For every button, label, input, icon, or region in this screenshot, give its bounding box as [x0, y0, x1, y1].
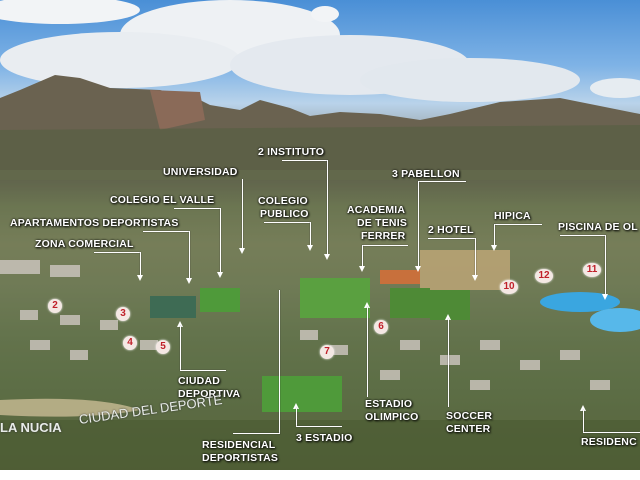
arrow-down-icon [415, 266, 421, 272]
pointer-pabellon [418, 181, 419, 267]
arrow-down-icon [472, 275, 478, 281]
label-universidad: UNIVERSIDAD [163, 166, 238, 178]
arrow-down-icon [324, 254, 330, 260]
arrow-down-icon [602, 294, 608, 300]
pointer-academia-h [362, 245, 408, 246]
pointer-instituto [327, 160, 328, 255]
label-colegio-publico-1: COLEGIO [258, 195, 308, 207]
pointer-piscina-h [560, 235, 606, 236]
arrow-down-icon [239, 248, 245, 254]
pointer-zona-comercial [140, 252, 141, 276]
pointer-hipica [494, 224, 495, 246]
pointer-zona-comercial-h [94, 252, 140, 253]
mountains [0, 75, 640, 180]
arrow-up-icon [445, 314, 451, 320]
marker-11: 11 [583, 263, 601, 277]
pointer-hotel-h [428, 238, 475, 239]
label-residencia: RESIDENC [581, 436, 637, 448]
marker-2: 2 [48, 299, 62, 313]
pointer-apartamentos [189, 231, 190, 279]
marker-4: 4 [123, 336, 137, 350]
arrow-up-icon [293, 403, 299, 409]
pointer-estadio [296, 408, 297, 426]
pointer-residencia [583, 410, 584, 432]
label-colegio-el-valle: COLEGIO EL VALLE [110, 194, 215, 206]
pointer-colegio-el-valle [220, 208, 221, 273]
aerial-photo: UNIVERSIDAD 2 INSTITUTO COLEGIO EL VALLE… [0, 0, 640, 470]
label-residencial-1: RESIDENCIAL [202, 439, 276, 451]
label-piscina: PISCINA DE OL [558, 221, 638, 233]
label-residencial-2: DEPORTISTAS [202, 452, 279, 464]
arrow-up-icon [580, 405, 586, 411]
bottom-margin [0, 470, 640, 480]
pointer-hipica-h [494, 224, 542, 225]
pointer-residencial-h [233, 433, 280, 434]
arrow-down-icon [491, 245, 497, 251]
pointer-estadio-olimpico [367, 307, 368, 397]
label-pabellon: 3 PABELLON [392, 168, 460, 180]
label-ciudad-deportiva-1: CIUDAD [178, 375, 221, 387]
marker-10: 10 [500, 280, 518, 294]
pointer-hotel [475, 238, 476, 276]
arrow-down-icon [137, 275, 143, 281]
label-zona-comercial: ZONA COMERCIAL [35, 238, 134, 250]
label-soccer-1: SOCCER [446, 410, 493, 422]
arrow-down-icon [359, 266, 365, 272]
arrow-down-icon [217, 272, 223, 278]
pointer-residencia-h [583, 432, 640, 433]
arrow-down-icon [307, 245, 313, 251]
label-estadio-olimpico-2: OLIMPICO [365, 411, 419, 423]
pointer-estadio-h [296, 426, 342, 427]
pointer-colegio-publico-h [264, 222, 310, 223]
town-area [0, 170, 640, 470]
arrow-down-icon [186, 278, 192, 284]
label-estadio-olimpico-1: ESTADIO [365, 398, 413, 410]
pointer-residencial [279, 290, 280, 434]
label-colegio-publico-2: PUBLICO [260, 208, 309, 220]
label-hotel: 2 HOTEL [428, 224, 474, 236]
pointer-ciudad-deportiva-h [180, 370, 226, 371]
label-ciudad-deportiva-2: DEPORTIVA [178, 388, 241, 400]
pointer-piscina [605, 235, 606, 295]
pointer-apartamentos-h [143, 231, 189, 232]
pointer-pabellon-h [418, 181, 466, 182]
label-apartamentos: APARTAMENTOS DEPORTISTAS [10, 217, 179, 229]
label-instituto: 2 INSTITUTO [258, 146, 325, 158]
pointer-universidad [242, 179, 243, 249]
pointer-academia [362, 245, 363, 267]
label-hipica: HIPICA [494, 210, 531, 222]
label-academia-2: DE TENIS [357, 217, 408, 229]
watermark-place: LA NUCIA [0, 420, 62, 435]
label-soccer-2: CENTER [446, 423, 491, 435]
label-estadio: 3 ESTADIO [296, 432, 353, 444]
marker-7: 7 [320, 345, 334, 359]
pointer-colegio-publico [310, 222, 311, 246]
pointer-instituto-h [282, 160, 328, 161]
marker-12: 12 [535, 269, 553, 283]
label-academia-3: FERRER [361, 230, 406, 242]
marker-3: 3 [116, 307, 130, 321]
arrow-up-icon [364, 302, 370, 308]
arrow-up-icon [177, 321, 183, 327]
label-academia-1: ACADEMIA [347, 204, 406, 216]
clouds [0, 0, 640, 102]
marker-6: 6 [374, 320, 388, 334]
marker-5: 5 [156, 340, 170, 354]
pointer-ciudad-deportiva [180, 326, 181, 370]
pointer-colegio-el-valle-h [174, 208, 220, 209]
pointer-soccer-center [448, 319, 449, 407]
